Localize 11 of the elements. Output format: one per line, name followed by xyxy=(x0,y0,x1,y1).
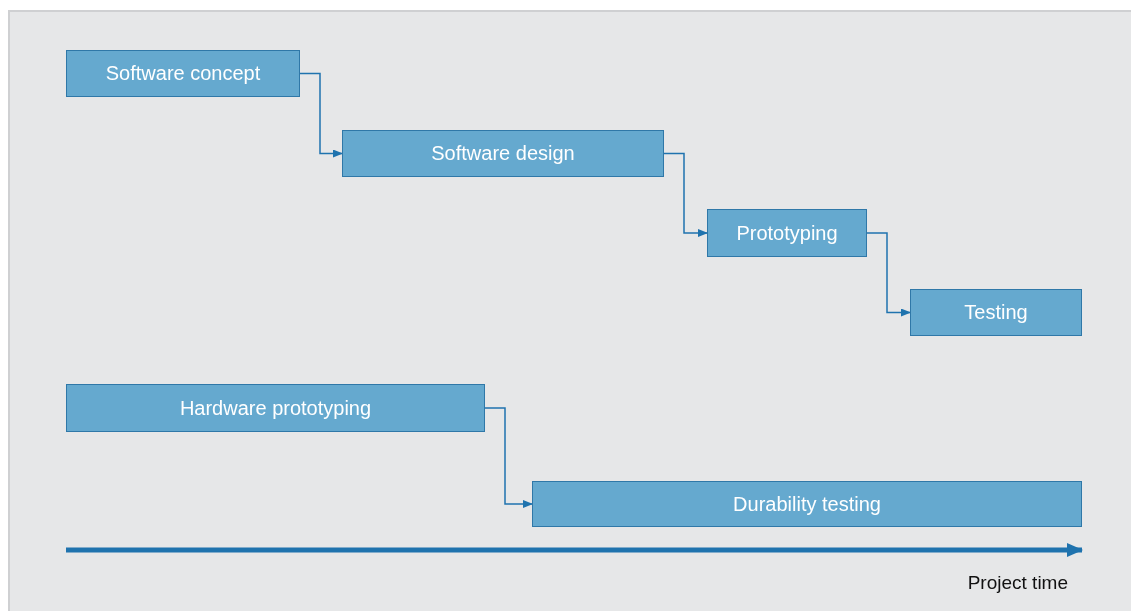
connector-arrow xyxy=(484,407,533,508)
connector-arrow xyxy=(866,232,911,317)
connector-arrow xyxy=(299,72,343,158)
connector-arrow xyxy=(663,152,708,237)
task-bar: Durability testing xyxy=(532,481,1082,527)
task-bar: Prototyping xyxy=(707,209,867,257)
task-bar: Software concept xyxy=(66,50,300,97)
task-bar: Testing xyxy=(910,289,1082,336)
axis-label: Project time xyxy=(967,572,1068,594)
task-bar: Software design xyxy=(342,130,664,177)
task-bar: Hardware prototyping xyxy=(66,384,485,432)
